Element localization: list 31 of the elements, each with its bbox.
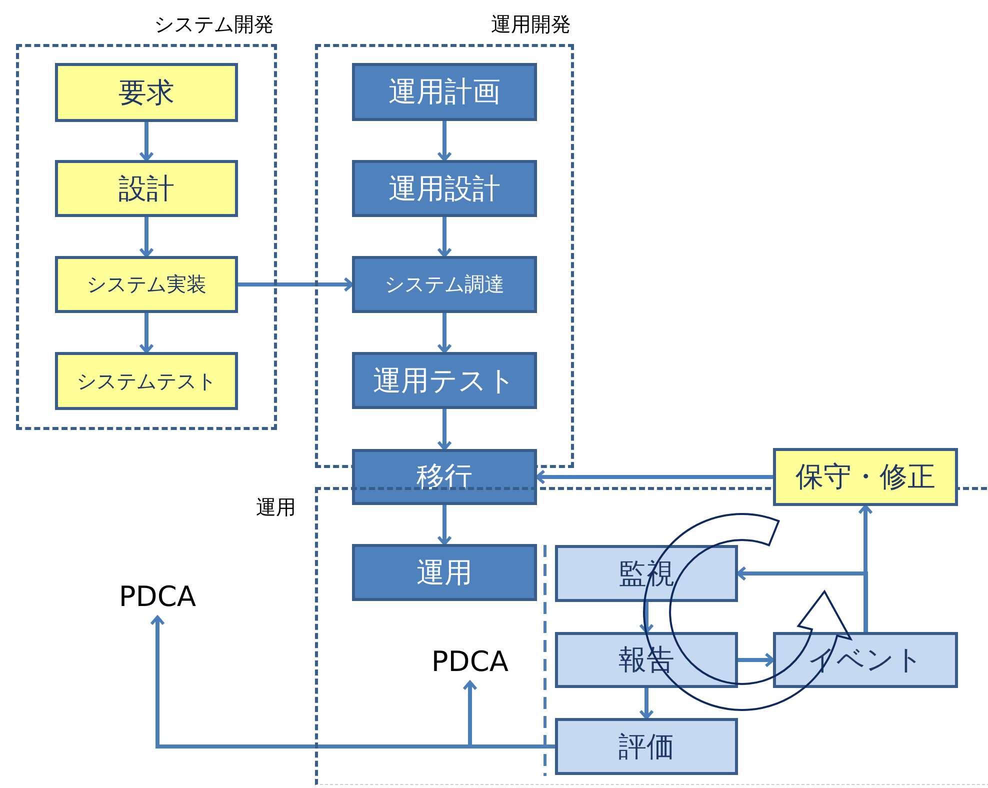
pdca-label: PDCA	[105, 575, 210, 617]
group-heading: システム開発	[154, 11, 274, 38]
arrow	[736, 566, 868, 632]
process-box: 保守・修正	[773, 448, 958, 506]
arrow	[139, 313, 154, 354]
process-box: 評価	[555, 718, 738, 775]
process-box: 設計	[55, 160, 238, 217]
process-box: システムテスト	[55, 352, 238, 410]
arrow	[639, 602, 654, 634]
process-box: 要求	[55, 63, 238, 122]
arrow	[639, 688, 654, 720]
process-box: システム実装	[55, 256, 238, 313]
arrow	[536, 470, 773, 484]
arrow	[437, 313, 452, 354]
arrow	[437, 121, 452, 162]
arrow	[437, 217, 452, 258]
arrow	[139, 217, 154, 258]
arrow	[858, 504, 873, 632]
arrow	[437, 409, 452, 450]
process-box: 運用設計	[352, 160, 537, 217]
group-heading: 運用	[256, 494, 296, 521]
arrow	[238, 277, 354, 292]
group-heading: 運用開発	[491, 11, 571, 38]
arrow	[738, 652, 774, 668]
process-box: 運用テスト	[352, 352, 537, 409]
process-box: 運用	[352, 544, 537, 601]
process-box: 運用計画	[352, 63, 537, 121]
arrow	[437, 505, 452, 546]
arrow	[139, 122, 154, 162]
pdca-label: PDCA	[420, 640, 520, 682]
process-box: システム調達	[352, 256, 537, 313]
